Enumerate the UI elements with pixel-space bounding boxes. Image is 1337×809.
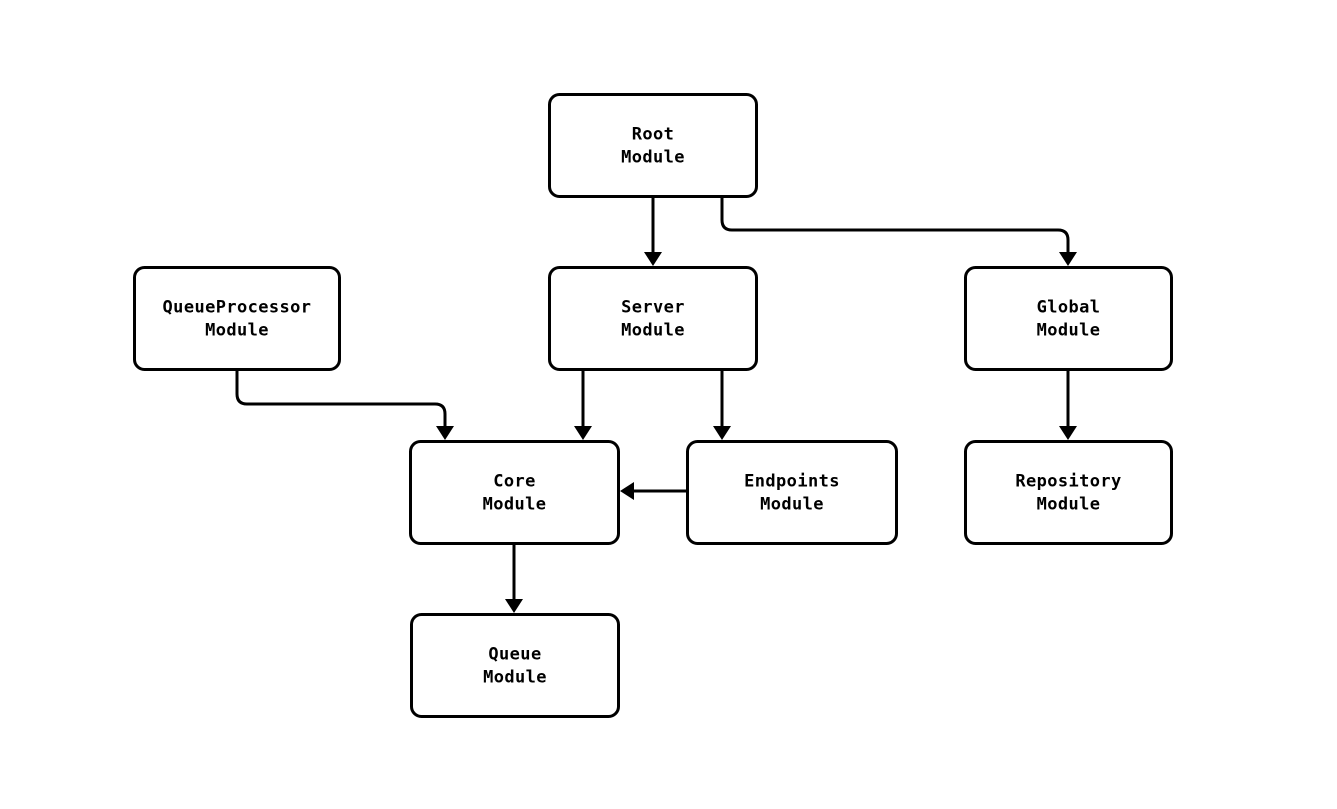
node-box[interactable] <box>133 266 341 371</box>
node-label-line2: Module <box>483 668 547 688</box>
arrowhead-icon <box>1059 426 1077 440</box>
node-label-line1: Server <box>621 298 685 318</box>
edges-layer <box>235 198 1077 613</box>
nodes-layer: RootModuleQueueProcessorModuleServerModu… <box>133 93 1173 718</box>
node-label-line1: Queue <box>488 645 541 665</box>
node-label-line2: Module <box>621 321 685 341</box>
edge-server-to-core <box>574 371 592 440</box>
arrowhead-icon <box>1059 252 1077 266</box>
node-label-line2: Module <box>205 321 269 341</box>
edge-core-to-queue <box>505 545 523 613</box>
edge-server-to-endpoints <box>713 371 731 440</box>
node-label-line2: Module <box>483 495 547 515</box>
node-box[interactable] <box>964 266 1173 371</box>
edge-global-to-repository <box>1059 371 1077 440</box>
node-box[interactable] <box>410 613 620 718</box>
node-box[interactable] <box>686 440 898 545</box>
arrowhead-icon <box>436 426 454 440</box>
node-label-line2: Module <box>1037 495 1101 515</box>
node-box[interactable] <box>964 440 1173 545</box>
arrowhead-icon <box>644 252 662 266</box>
arrowhead-icon <box>505 599 523 613</box>
node-label-line1: Root <box>632 125 675 145</box>
node-label-line1: Repository <box>1015 472 1121 492</box>
edge-root-to-server <box>644 198 662 266</box>
node-label-line1: QueueProcessor <box>163 298 312 318</box>
node-label-line2: Module <box>760 495 824 515</box>
node-label-line2: Module <box>621 148 685 168</box>
edge-queueprocessor-to-core <box>235 371 454 440</box>
arrowhead-icon <box>620 482 634 500</box>
node-label-line2: Module <box>1037 321 1101 341</box>
edge-line <box>720 198 1070 253</box>
node-box[interactable] <box>548 266 758 371</box>
edge-root-to-global <box>720 198 1077 266</box>
node-box[interactable] <box>409 440 620 545</box>
arrowhead-icon <box>574 426 592 440</box>
node-label-line1: Core <box>493 472 536 492</box>
node-label-line1: Global <box>1037 298 1101 318</box>
edge-line <box>235 371 447 427</box>
node-label-line1: Endpoints <box>744 472 840 492</box>
node-box[interactable] <box>548 93 758 198</box>
edge-endpoints-to-core <box>620 482 686 500</box>
arrowhead-icon <box>713 426 731 440</box>
